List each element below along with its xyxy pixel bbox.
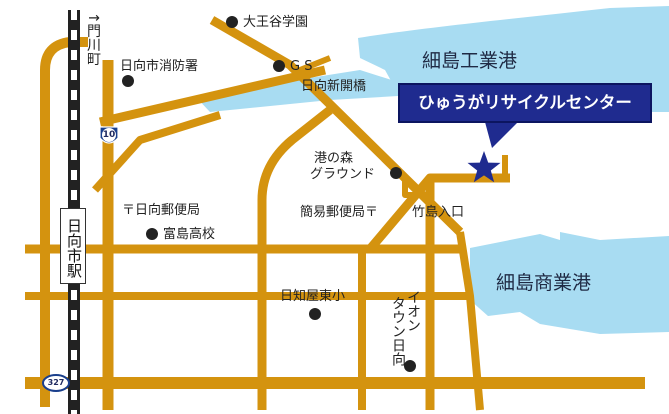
dot-minato-ground [390, 167, 402, 179]
route-shield-icon [42, 126, 119, 392]
industrial-port-label: 細島工業港 [422, 50, 518, 72]
route-327-label: 327 [47, 378, 65, 387]
dot-aeon [404, 360, 416, 372]
daiou-school-label: 大王谷学園 [243, 15, 309, 30]
road-takeshima [366, 173, 510, 252]
kadokawa-direction-label: ↑門川町 [85, 12, 101, 66]
route-10-label: 10 [102, 130, 116, 140]
tomishima-school-label: 富島高校 [163, 227, 216, 242]
simple-post-label: 簡易郵便局〒 [300, 205, 379, 220]
dot-icon [122, 16, 416, 372]
dot-daiou [226, 16, 238, 28]
road-daiou [209, 16, 464, 236]
fire-station-label: 日向市消防署 [120, 59, 199, 74]
hyuga-station-label: 日向市駅 [60, 208, 86, 284]
road-upper [98, 65, 327, 127]
takeshima-entrance-label: 竹島入口 [412, 205, 465, 220]
shinkai-bridge-label: 日向新開橋 [301, 79, 367, 94]
minato-ground-label-2: グラウンド [310, 167, 376, 182]
road-left-diagonal [92, 111, 222, 193]
star-icon [467, 151, 501, 183]
dot-hichiya [309, 308, 321, 320]
commercial-port-label: 細島商業港 [496, 272, 592, 294]
hichiya-school-label: 日知屋東小 [280, 289, 346, 304]
road-east-diagonal [456, 231, 484, 411]
minato-ground-label-1: 港の森 [314, 151, 354, 166]
dot-fire-station [122, 75, 134, 87]
aeon-label-1: イオン [405, 290, 421, 332]
river-channel [195, 70, 398, 112]
commercial-port-water [470, 232, 669, 334]
callout-pointer [485, 122, 518, 148]
road-mid-vertical [257, 106, 333, 410]
road-right-stub [402, 178, 420, 198]
gs-label: G S [290, 59, 313, 74]
dot-gs [273, 60, 285, 72]
hyuga-post-label: 〒日向郵便局 [122, 203, 201, 218]
dot-tomishima [146, 228, 158, 240]
aeon-label-2: タウン日向 [390, 296, 406, 366]
recycle-center-callout: ひゅうがリサイクルセンター [398, 83, 652, 123]
road-gs [298, 55, 332, 73]
